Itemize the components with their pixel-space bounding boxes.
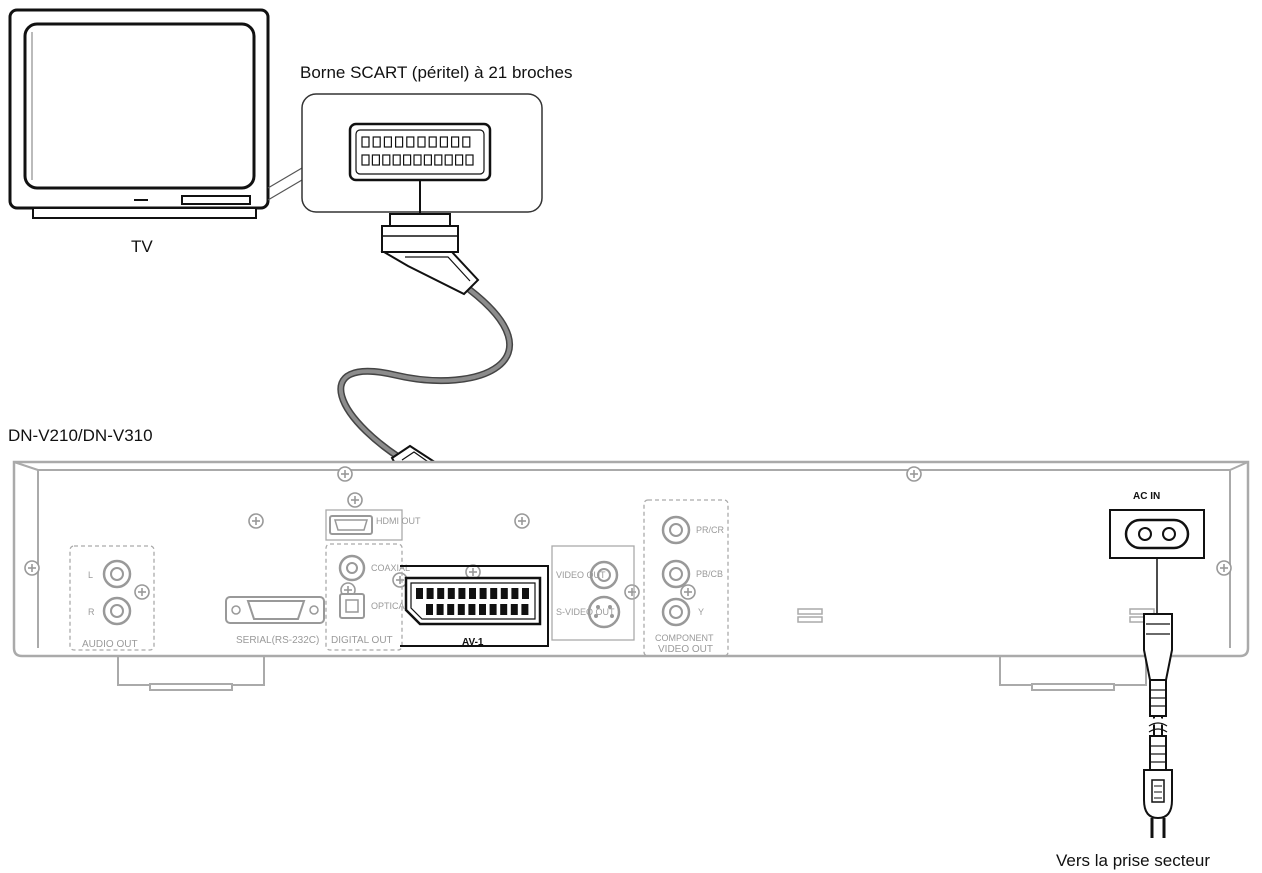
scart-pin — [413, 154, 422, 166]
model-label: DN-V210/DN-V310 — [8, 426, 153, 445]
tv-set — [8, 8, 270, 219]
scart-pin — [462, 136, 471, 148]
av1-pin — [447, 604, 455, 615]
ac-in-label: AC IN — [1133, 491, 1160, 502]
video-out-label: VIDEO OUT — [556, 570, 606, 580]
av1-pin — [426, 604, 433, 615]
av1-scart-group: AV-1 — [400, 565, 549, 648]
av1-pin — [437, 588, 445, 599]
scart-cable — [338, 288, 512, 472]
scart-pin — [455, 154, 464, 166]
screw-icon — [347, 492, 363, 508]
scart-pin — [403, 154, 412, 166]
power-cord — [1143, 613, 1173, 838]
scart-pin — [406, 136, 415, 148]
screw-icon — [624, 584, 640, 600]
av1-pin — [447, 588, 455, 599]
component-video-out-label: VIDEO OUT — [658, 644, 713, 655]
av1-pin — [469, 588, 476, 599]
av1-pin — [522, 588, 529, 599]
optical-label: OPTICAL — [371, 601, 410, 611]
av1-pin — [500, 604, 508, 615]
screw-icon — [248, 513, 264, 529]
audio-r-label: R — [88, 607, 95, 617]
scart-pin — [372, 136, 381, 148]
digital-out-group: COAXIAL OPTICAL DIGITAL OUT — [325, 543, 410, 651]
hdmi-out-group: HDMI OUT — [325, 509, 421, 541]
component-video-group: PR/CR PB/CB Y COMPONENT VIDEO OUT — [643, 499, 729, 657]
av1-pin — [436, 604, 444, 615]
screw-icon — [337, 466, 353, 482]
pr-cr-label: PR/CR — [696, 525, 725, 535]
av1-pin — [468, 604, 476, 615]
scart-pin — [423, 154, 432, 166]
coaxial-label: COAXIAL — [371, 563, 410, 573]
screw-icon — [24, 560, 40, 576]
screw-icon — [1216, 560, 1232, 576]
tv-label: TV — [131, 237, 153, 256]
scart-pin — [361, 154, 370, 166]
scart-pin — [428, 136, 437, 148]
scart-pin — [371, 154, 380, 166]
screw-icon — [134, 584, 150, 600]
y-label: Y — [698, 607, 704, 617]
scart-pin — [439, 136, 448, 148]
av1-pin — [416, 588, 423, 599]
s-video-out-label: S-VIDEO OUT — [556, 607, 615, 617]
scart-pin — [392, 154, 401, 166]
av1-pin — [521, 604, 529, 615]
av1-pin — [490, 588, 498, 599]
scart-terminal-callout — [301, 93, 543, 213]
audio-out-group: L R AUDIO OUT — [69, 545, 155, 651]
av1-pin — [500, 588, 508, 599]
hdmi-out-label: HDMI OUT — [376, 516, 421, 526]
av1-label: AV-1 — [462, 637, 484, 648]
scart-pins-top — [361, 136, 471, 148]
component-label: COMPONENT — [655, 633, 714, 643]
scart-pin — [465, 154, 474, 166]
audio-out-label: AUDIO OUT — [82, 639, 138, 650]
screw-icon — [514, 513, 530, 529]
scart-plug-upper — [380, 180, 480, 296]
pb-cb-label: PB/CB — [696, 569, 723, 579]
scart-pin — [444, 154, 453, 166]
audio-l-label: L — [88, 570, 93, 580]
av1-pins — [416, 588, 529, 615]
scart-pin — [434, 154, 443, 166]
av1-pin — [457, 604, 465, 615]
panel-screws — [24, 466, 1232, 600]
scart-terminal-label: Borne SCART (péritel) à 21 broches — [300, 63, 572, 82]
av1-pin — [510, 604, 518, 615]
av1-pin — [479, 604, 486, 615]
screw-icon — [906, 466, 922, 482]
scart-pin — [451, 136, 460, 148]
mains-label: Vers la prise secteur — [1056, 851, 1210, 870]
vent-slots — [797, 608, 1155, 623]
rear-panel — [12, 460, 1250, 691]
scart-pin — [382, 154, 391, 166]
av1-pin — [426, 588, 434, 599]
scart-pin — [417, 136, 426, 148]
av1-pin — [479, 588, 487, 599]
scart-pin — [395, 136, 404, 148]
ac-in-socket: AC IN — [1109, 491, 1205, 614]
scart-pin — [361, 136, 370, 148]
scart-pin — [383, 136, 392, 148]
serial-port-group: SERIAL(RS-232C) — [225, 596, 325, 646]
av1-pin — [489, 604, 497, 615]
av1-pin — [511, 588, 519, 599]
screw-icon — [680, 584, 696, 600]
digital-out-label: DIGITAL OUT — [331, 635, 393, 646]
serial-label: SERIAL(RS-232C) — [236, 635, 319, 646]
av1-pin — [458, 588, 466, 599]
scart-pins-bottom — [361, 154, 474, 166]
video-out-group: VIDEO OUT S-VIDEO OUT — [551, 545, 635, 641]
